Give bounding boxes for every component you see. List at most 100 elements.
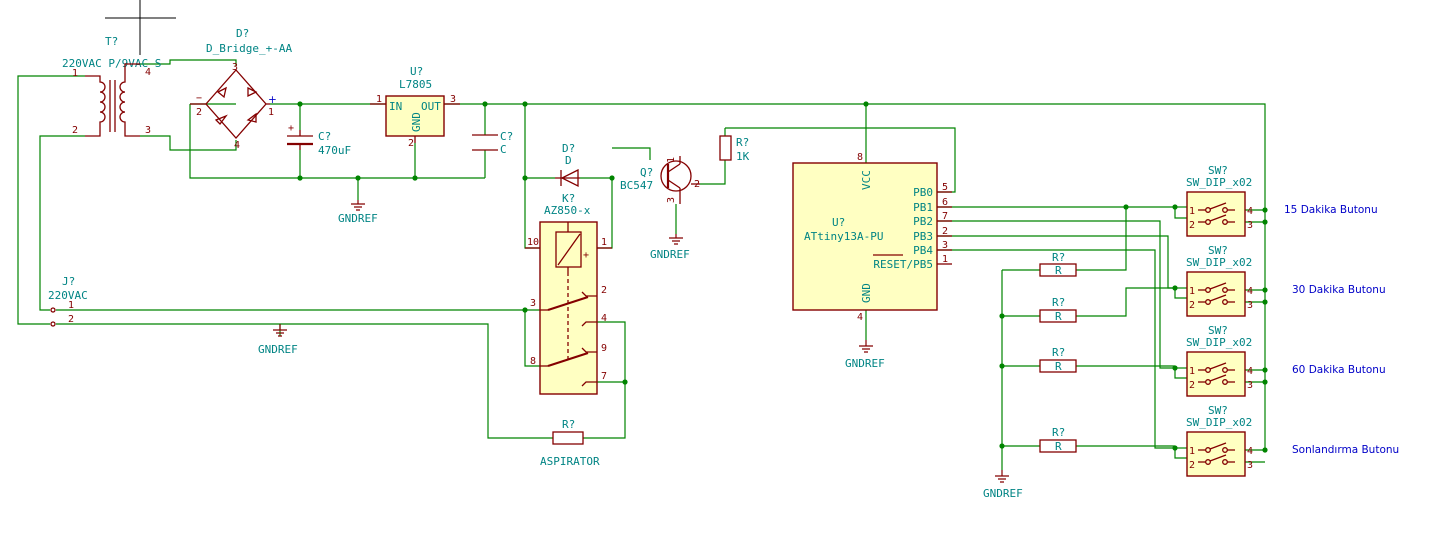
- relay-ref: K?: [562, 192, 575, 205]
- cap1-ref: C?: [318, 130, 331, 143]
- mcu-pin-number: 3: [942, 240, 948, 251]
- regulator-gnd-label: GND: [410, 112, 423, 132]
- switch-note-label: 30 Dakika Butonu: [1292, 284, 1386, 296]
- relay-pin: 1: [601, 237, 607, 248]
- ground-icon: GNDREF: [338, 200, 378, 225]
- bridge-value: D_Bridge_+-AA: [206, 42, 292, 55]
- regulator-pin: 3: [450, 94, 456, 105]
- npn-transistor[interactable]: Q? BC547 1 2 3: [620, 156, 700, 204]
- regulator-out-label: OUT: [421, 100, 441, 113]
- pulldown-ref: R?: [1052, 346, 1065, 359]
- transformer-pin: 2: [72, 125, 78, 136]
- switch-value: SW_DIP_x02: [1186, 416, 1252, 429]
- mcu-pin-label: PB4: [913, 244, 933, 257]
- relay-plus: +: [583, 250, 589, 261]
- mains-connector[interactable]: J? 220VAC 1 2: [48, 275, 88, 327]
- transistor-pin: 3: [666, 197, 677, 203]
- transformer[interactable]: T? 220VAC P/9VAC S 1 2 3 4: [62, 35, 161, 137]
- regulator-body: [385, 95, 445, 137]
- transistor-pin: 2: [694, 179, 700, 190]
- transformer-pin: 3: [145, 125, 151, 136]
- transformer-ref: T?: [105, 35, 118, 48]
- switch-pin: 1: [1189, 206, 1195, 217]
- pulldown-resistor[interactable]: R? R: [1039, 251, 1077, 277]
- aspirator-ref: R?: [562, 418, 575, 431]
- mcu-pin-label: PB1: [913, 201, 933, 214]
- relay-pin: 7: [601, 371, 607, 382]
- bridge-pin: 2: [196, 107, 202, 118]
- mcu-pin-number: 1: [942, 254, 948, 265]
- transistor-pin: 1: [666, 157, 677, 163]
- relay-pin: 3: [530, 298, 536, 309]
- switch-ref: SW?: [1208, 164, 1228, 177]
- switch-body: [1186, 271, 1246, 317]
- transformer-pin: 1: [72, 68, 78, 79]
- pulldown-value: R: [1055, 360, 1062, 373]
- regulator-ref: U?: [410, 65, 423, 78]
- aspirator-load[interactable]: R? ASPIRATOR: [540, 418, 600, 468]
- ground-icon: GNDREF: [983, 470, 1023, 500]
- connector-value: 220VAC: [48, 289, 88, 302]
- mcu-pin-number: 7: [942, 211, 948, 222]
- switch-pin: 2: [1189, 460, 1195, 471]
- mcu-gnd-pin: 4: [857, 312, 863, 323]
- pulldown-resistor[interactable]: R? R: [1039, 296, 1077, 323]
- switch-pin: 4: [1247, 206, 1253, 217]
- transformer-pin: 4: [145, 67, 151, 78]
- ground-symbols: GNDREF GNDREF GNDREF GNDREF GNDREF: [258, 200, 1023, 500]
- mcu-pin-label: PB3: [913, 230, 933, 243]
- relay-pin: 10: [527, 237, 539, 248]
- pulldown-resistor[interactable]: R? R: [1039, 346, 1077, 373]
- res-1k-ref: R?: [736, 136, 749, 149]
- gnd-label: GNDREF: [983, 487, 1023, 500]
- diode-ref: D?: [562, 142, 575, 155]
- pulldown-resistors: R? R R? R R? R R? R: [1039, 251, 1077, 453]
- junctions: [297, 101, 1268, 453]
- switch-pin: 2: [1189, 300, 1195, 311]
- switch-pin: 3: [1247, 220, 1253, 231]
- pulldown-ref: R?: [1052, 296, 1065, 309]
- mcu-body: [792, 162, 938, 311]
- switch-ref: SW?: [1208, 324, 1228, 337]
- switch-body: [1186, 351, 1246, 397]
- switch-pin: 1: [1189, 286, 1195, 297]
- switch-value: SW_DIP_x02: [1186, 256, 1252, 269]
- mcu-vcc-pin: 8: [857, 152, 863, 163]
- regulator-in-label: IN: [389, 100, 402, 113]
- relay-pin: 9: [601, 343, 607, 354]
- bridge-minus: −: [196, 93, 202, 104]
- relay-value: AZ850-x: [544, 204, 591, 217]
- switch-pin: 3: [1247, 460, 1253, 471]
- switch-pin: 4: [1247, 366, 1253, 377]
- flyback-diode[interactable]: D? D: [555, 142, 580, 188]
- resistor-1k[interactable]: R? 1K: [719, 135, 750, 163]
- capacitor-c[interactable]: C? C: [472, 130, 513, 156]
- regulator-value: L7805: [399, 78, 432, 91]
- switch-ref: SW?: [1208, 404, 1228, 417]
- capacitor-470uf[interactable]: + C? 470uF: [287, 123, 351, 157]
- cap2-ref: C?: [500, 130, 513, 143]
- bridge-rectifier[interactable]: D? D_Bridge_+-AA 3 1 2 4 + −: [190, 27, 292, 151]
- switch-value: SW_DIP_x02: [1186, 176, 1252, 189]
- regulator-pin: 1: [376, 94, 382, 105]
- connector-ref: J?: [62, 275, 75, 288]
- switch-body: [1186, 431, 1246, 477]
- mcu-ref: U?: [832, 216, 845, 229]
- voltage-regulator[interactable]: U? L7805 IN OUT GND 1 2 3: [370, 65, 460, 149]
- switch-pin: 1: [1189, 446, 1195, 457]
- mcu-pin-number: 6: [942, 197, 948, 208]
- relay[interactable]: + K? AZ850-x 10 1 3 2 4 9 8 7: [525, 192, 612, 395]
- pulldown-resistor[interactable]: R? R: [1039, 426, 1077, 453]
- bridge-pin: 1: [268, 107, 274, 118]
- pulldown-ref: R?: [1052, 426, 1065, 439]
- cap1-plus: +: [288, 123, 294, 134]
- switch-pin: 2: [1189, 220, 1195, 231]
- gnd-label: GNDREF: [338, 212, 378, 225]
